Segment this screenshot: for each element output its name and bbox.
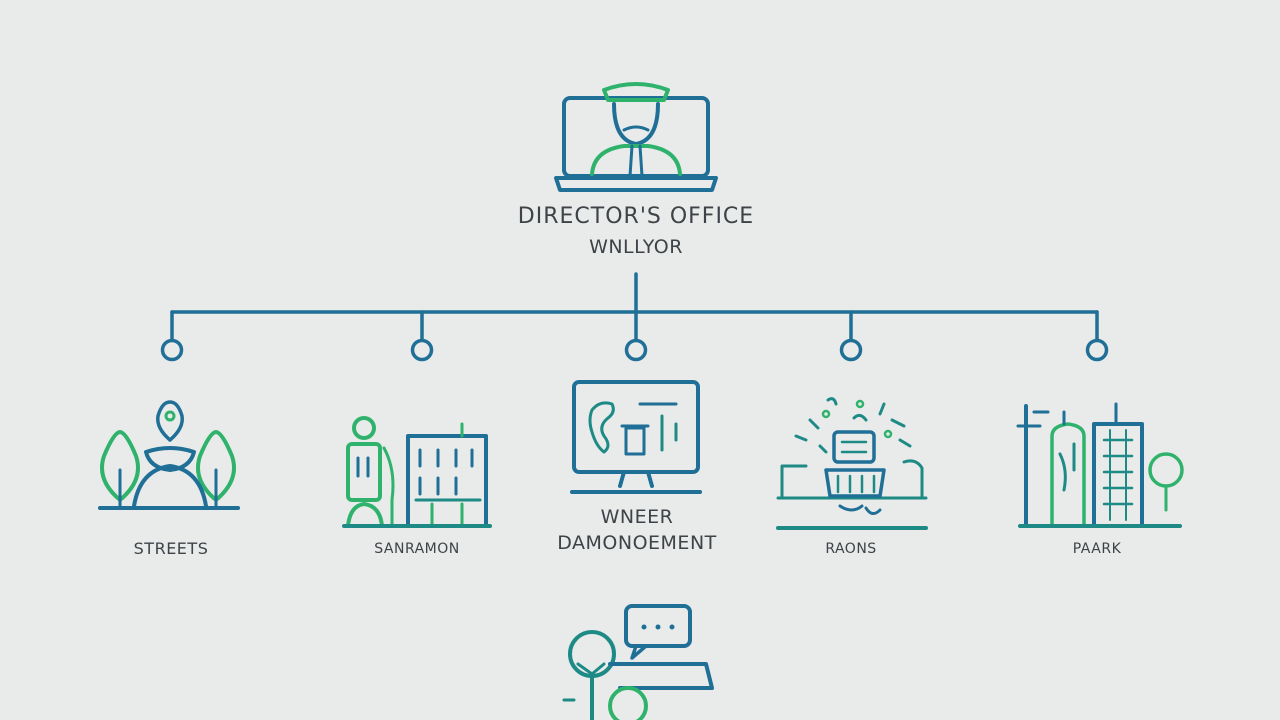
connector-tree (160, 272, 1109, 362)
machinery-debris-icon (776, 397, 928, 530)
dept-label-paark: PAARK (1072, 541, 1122, 557)
root-title: DIRECTOR'S OFFICE (517, 204, 755, 229)
dept-label-raons: RAONS (825, 541, 877, 557)
dept-label-sanramon: SANRAMON (374, 541, 460, 557)
dept-label-water-line1: WNEER (600, 506, 674, 528)
root-subtitle: WNLLYOR (589, 236, 683, 258)
dept-label-streets: STREETS (133, 539, 209, 558)
node-dot-raons (839, 338, 863, 362)
node-dot-paark (1085, 338, 1109, 362)
dept-label-water-line2: DAMONOEMENT (557, 532, 717, 554)
node-dot-water (624, 338, 648, 362)
worker-building-icon (342, 416, 492, 528)
trees-chat-bubble-icon (562, 604, 714, 720)
person-at-monitor-icon (554, 82, 718, 192)
road-trees-pin-icon (98, 400, 240, 510)
node-dot-streets (160, 338, 184, 362)
dept-label-water-management: WNEER DAMONOEMENT (557, 504, 717, 556)
node-dot-sanramon (410, 338, 434, 362)
monitor-map-icon (570, 380, 702, 494)
city-buildings-tree-icon (1016, 402, 1184, 528)
